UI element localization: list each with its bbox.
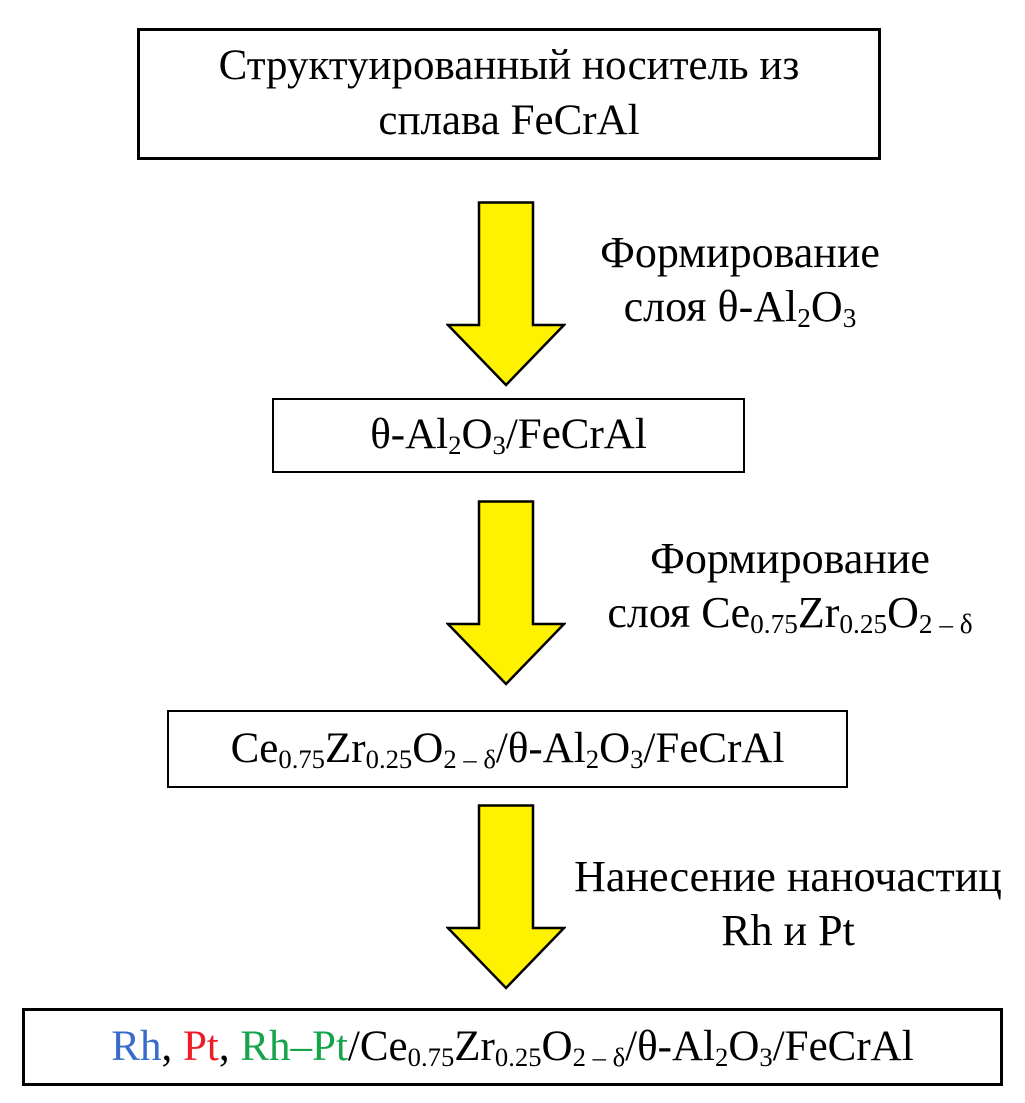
down-arrow-icon-3 [446,804,566,990]
node-alumina-label: θ-Al2O3/FeCrAl [370,411,647,461]
node-ceria-zirconia: Ce0.75Zr0.25O2 – δ/θ-Al2O3/FeCrAl [167,710,848,788]
node-alumina-on-fecral: θ-Al2O3/FeCrAl [272,398,745,473]
down-arrow-shape [446,201,566,387]
down-arrow-shape [446,500,566,686]
node-final-catalyst-label: Rh, Pt, Rh–Pt/Ce0.75Zr0.25O2 – δ/θ-Al2O3… [111,1022,914,1072]
node-ceria-zirconia-label: Ce0.75Zr0.25O2 – δ/θ-Al2O3/FeCrAl [230,724,785,774]
down-arrow-icon-2 [446,500,566,686]
down-arrow-icon-1 [446,201,566,387]
node-final-catalyst: Rh, Pt, Rh–Pt/Ce0.75Zr0.25O2 – δ/θ-Al2O3… [22,1008,1003,1086]
down-arrow-shape [446,804,566,990]
